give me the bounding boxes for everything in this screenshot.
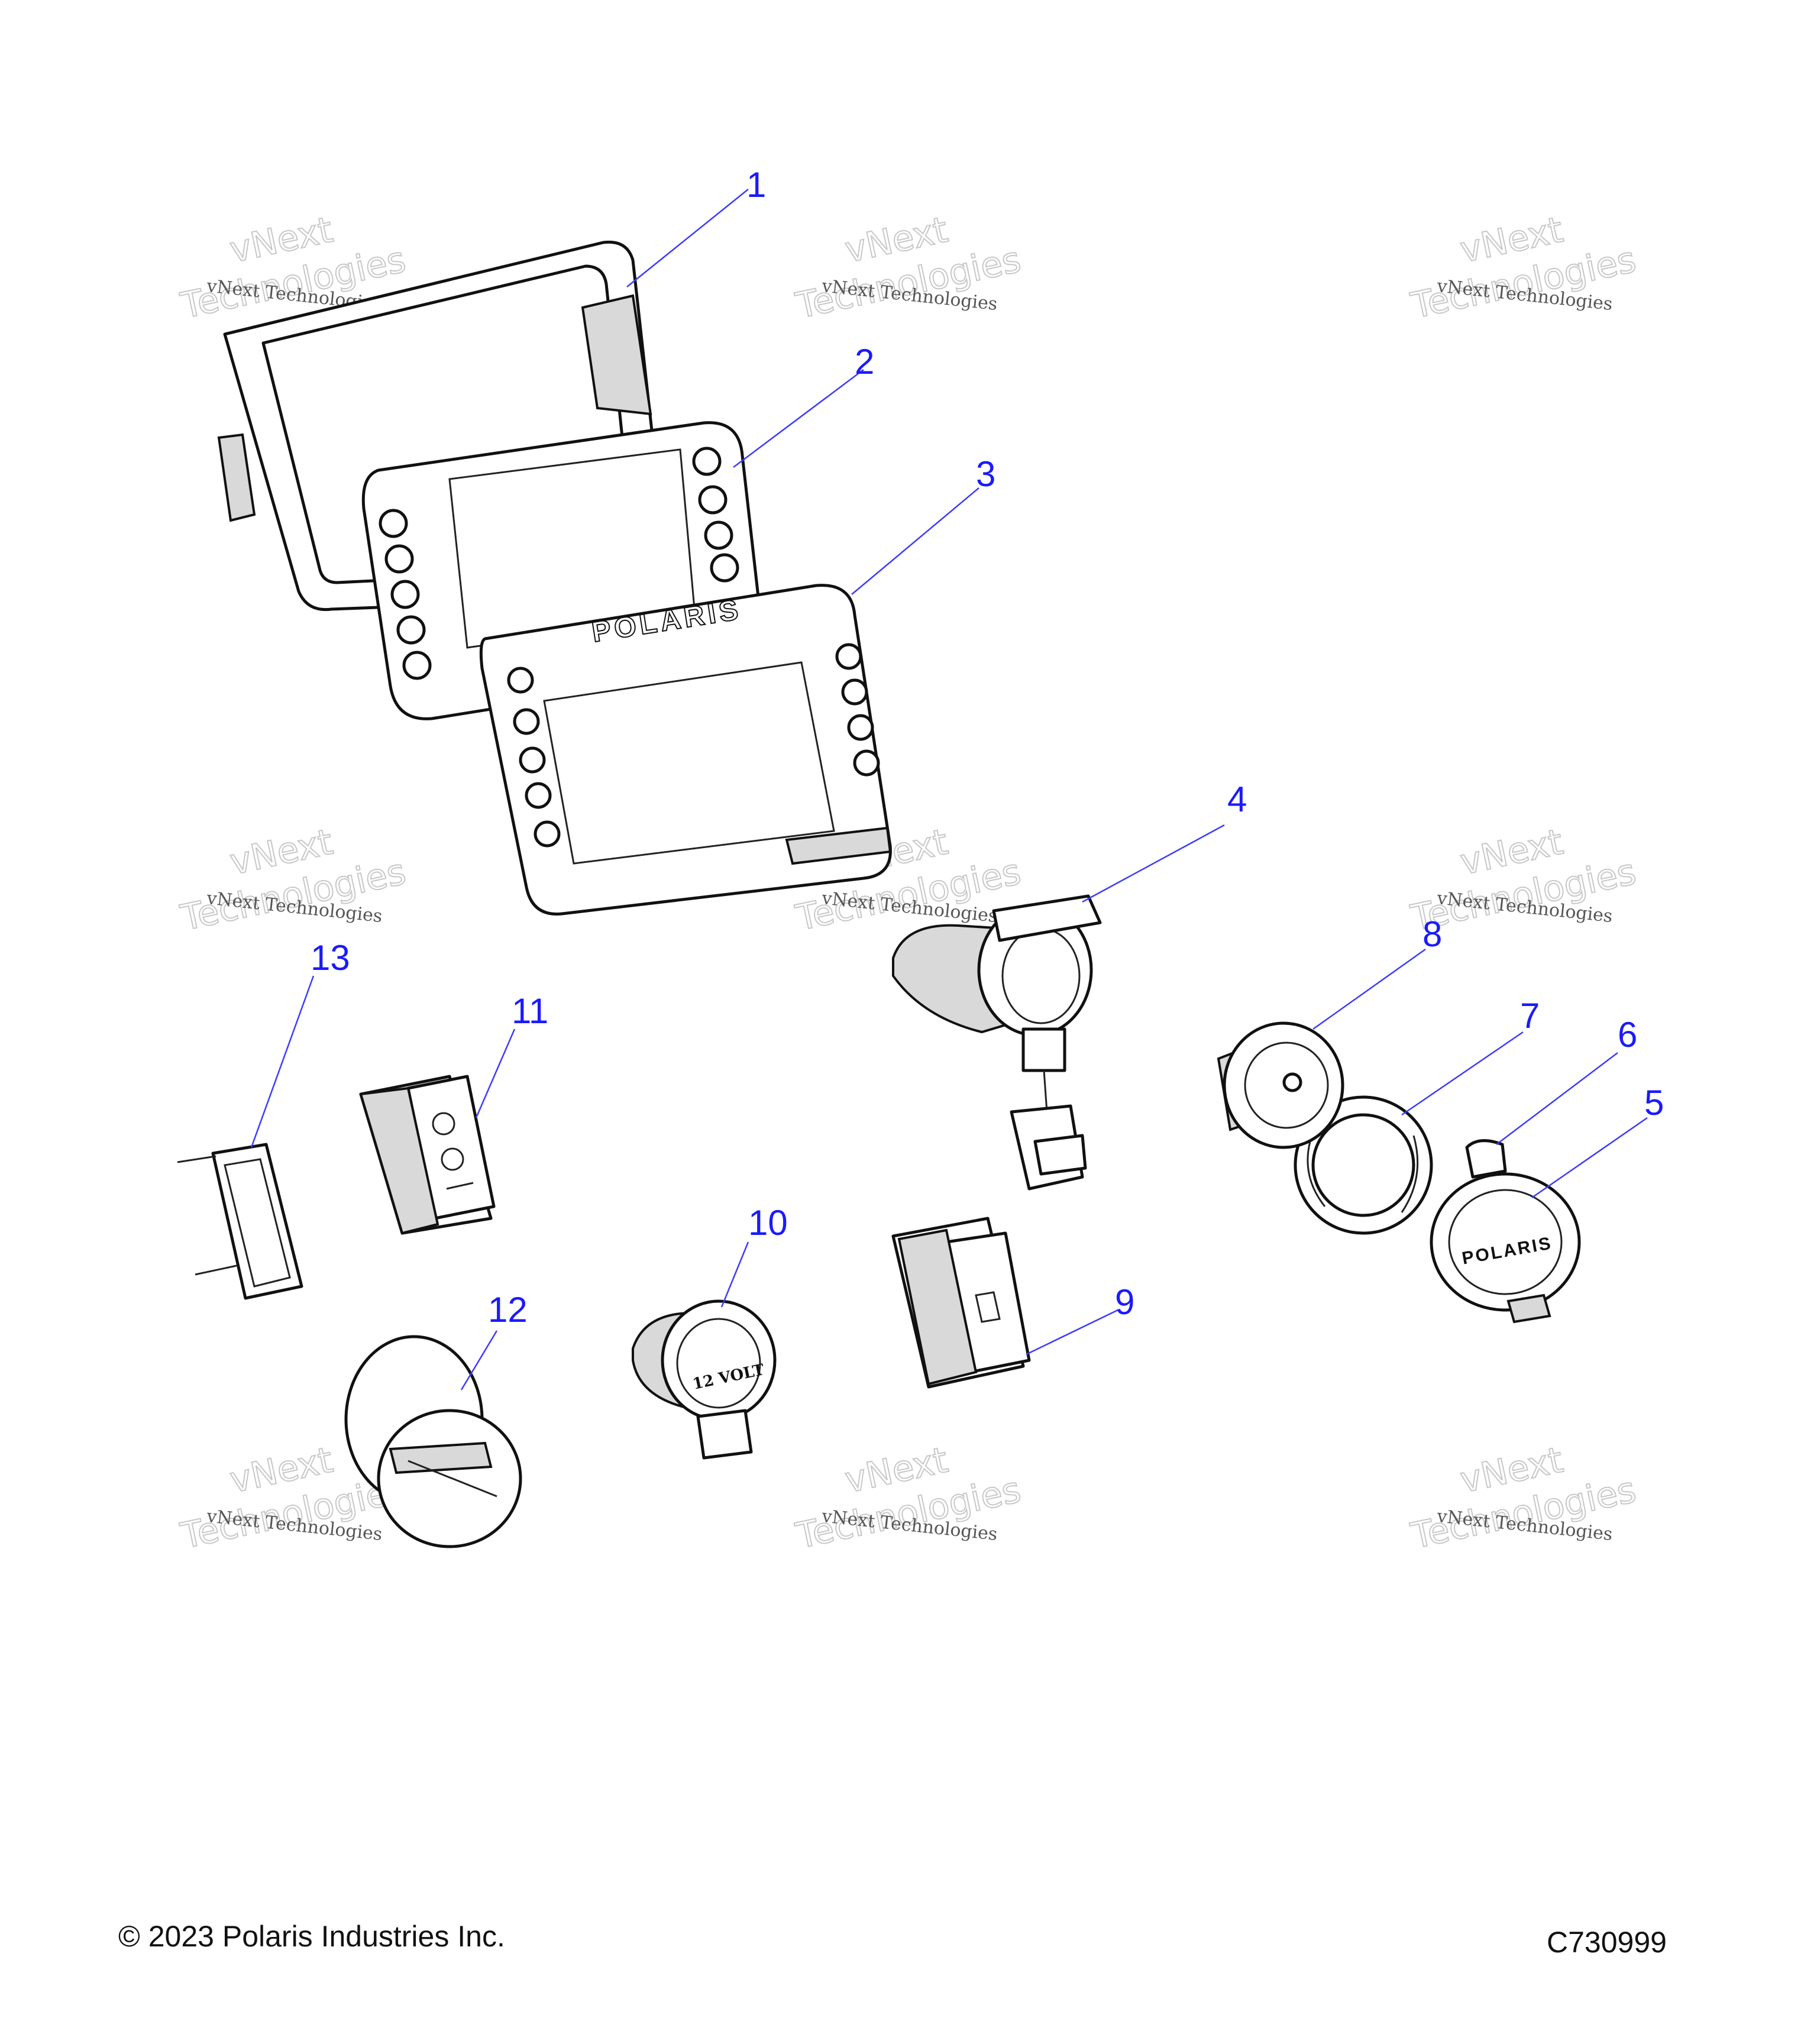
watermark-4: vNext Technologies vNext Technologies xyxy=(176,821,410,940)
leader-12 xyxy=(460,1330,498,1390)
leader-1 xyxy=(626,189,749,287)
watermark-2: vNext Technologies vNext Technologies xyxy=(791,209,1025,328)
part-5-logo-cap: POLARIS xyxy=(1430,1139,1581,1324)
part-4-usb-charger xyxy=(892,894,1102,1191)
diagram-code: C730999 xyxy=(1547,1926,1667,1959)
callout-2: 2 xyxy=(855,342,874,381)
callout-9: 9 xyxy=(1115,1282,1134,1322)
part-7-threaded-nut xyxy=(1294,1095,1433,1235)
callout-8: 8 xyxy=(1422,914,1442,954)
leader-2 xyxy=(733,369,864,468)
callouts: 1 2 3 4 5 6 7 8 9 10 11 12 13 xyxy=(311,165,1664,1330)
callout-11: 11 xyxy=(512,991,548,1031)
leader-lines xyxy=(250,189,1648,1390)
callout-3: 3 xyxy=(976,454,995,494)
leader-4 xyxy=(1082,824,1225,903)
leader-9 xyxy=(1026,1309,1118,1356)
watermark-9: vNext Technologies vNext Technologies xyxy=(1407,1439,1640,1558)
part-12-rotary-knob xyxy=(344,1335,522,1548)
part-11-headlight-switch xyxy=(359,1075,496,1235)
callout-6: 6 xyxy=(1618,1015,1637,1055)
callout-4: 4 xyxy=(1227,780,1247,819)
watermark-8: vNext Technologies vNext Technologies xyxy=(791,1439,1025,1558)
leader-8 xyxy=(1312,948,1426,1030)
part-8-socket-housing xyxy=(1217,1021,1344,1149)
leader-11 xyxy=(475,1029,516,1118)
leader-3 xyxy=(851,487,979,595)
leader-6 xyxy=(1496,1052,1618,1145)
watermark-3: vNext Technologies vNext Technologies xyxy=(1407,209,1640,328)
part-3-display-bezel: POLARIS xyxy=(479,584,892,916)
leader-10 xyxy=(720,1241,749,1308)
callout-7: 7 xyxy=(1520,996,1540,1036)
callout-5: 5 xyxy=(1644,1083,1664,1123)
copyright-text: © 2023 Polaris Industries Inc. xyxy=(118,1920,505,1953)
part-9-rocker-switch xyxy=(891,1217,1031,1389)
leader-7 xyxy=(1401,1031,1524,1116)
callout-10: 10 xyxy=(748,1203,788,1243)
part-10-12v-socket: 12 VOLT xyxy=(632,1299,777,1460)
callout-1: 1 xyxy=(746,165,766,205)
leader-5 xyxy=(1531,1117,1648,1199)
part-13-switch-cover xyxy=(177,1143,303,1300)
leader-13 xyxy=(250,975,315,1148)
callout-13: 13 xyxy=(311,938,350,978)
callout-12: 12 xyxy=(488,1290,528,1330)
